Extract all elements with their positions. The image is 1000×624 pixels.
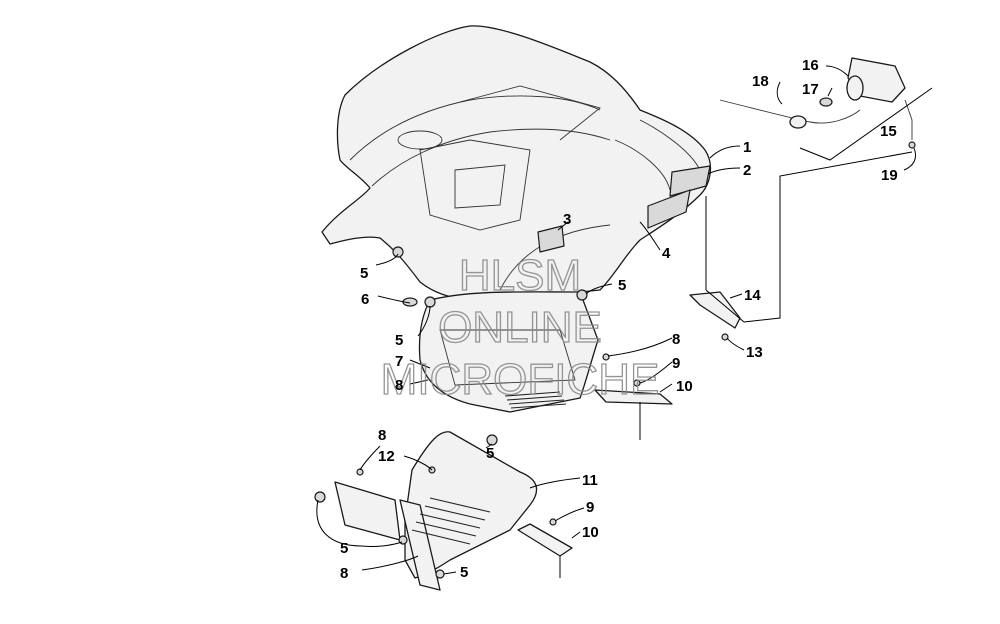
callout-13: 13 [746, 344, 763, 361]
callout-labels: 1 2 3 4 5 6 5 5 7 8 8 9 10 8 5 12 11 9 1… [340, 57, 898, 582]
decal-4 [647, 189, 691, 229]
label-3 [537, 225, 565, 253]
fasteners [314, 141, 916, 579]
callout-8-a: 8 [395, 377, 403, 394]
callout-12: 12 [378, 448, 395, 465]
decal-2 [669, 165, 711, 197]
callout-10-b: 10 [582, 524, 599, 541]
callout-5-e: 5 [340, 540, 348, 557]
callout-18: 18 [752, 73, 769, 90]
callout-5-d: 5 [486, 445, 494, 462]
rear-fender-body [321, 25, 712, 301]
callout-9-b: 9 [586, 499, 594, 516]
tread-pattern-lower [411, 497, 491, 545]
callout-8-c: 8 [378, 427, 386, 444]
callout-4: 4 [662, 245, 671, 262]
tread-pattern [504, 391, 567, 409]
callout-5-b: 5 [395, 332, 403, 349]
callout-7: 7 [395, 353, 403, 370]
footwell-lower [334, 431, 538, 591]
callout-8-d: 8 [340, 565, 348, 582]
callout-1: 1 [743, 139, 751, 156]
callout-6: 6 [361, 291, 369, 308]
callout-15: 15 [880, 123, 897, 140]
callout-5-a: 5 [360, 265, 368, 282]
watermark-line-1: HLSM [459, 251, 581, 300]
callout-17: 17 [802, 81, 819, 98]
callout-10-a: 10 [676, 378, 693, 395]
footrest-bar-10-lower [517, 523, 573, 557]
callout-19: 19 [881, 167, 898, 184]
callout-9-a: 9 [672, 355, 680, 372]
watermark-line-3: MICROFICHE [381, 355, 660, 404]
footrest-upper [418, 291, 599, 413]
callout-5-c: 5 [618, 277, 626, 294]
callout-3: 3 [563, 211, 571, 228]
callout-8-b: 8 [672, 331, 680, 348]
footrest-bar-10-upper [594, 389, 673, 405]
bracket-14 [689, 291, 741, 329]
watermark: HLSM ONLINE MICROFICHE [380, 250, 660, 404]
callout-11: 11 [582, 472, 598, 489]
callout-2: 2 [743, 162, 751, 179]
leader-lines [316, 65, 933, 578]
watermark-line-2: ONLINE [438, 303, 602, 352]
tail-light-assembly [719, 57, 913, 140]
callout-14: 14 [744, 287, 761, 304]
callout-5-f: 5 [460, 564, 468, 581]
callout-16: 16 [802, 57, 819, 74]
